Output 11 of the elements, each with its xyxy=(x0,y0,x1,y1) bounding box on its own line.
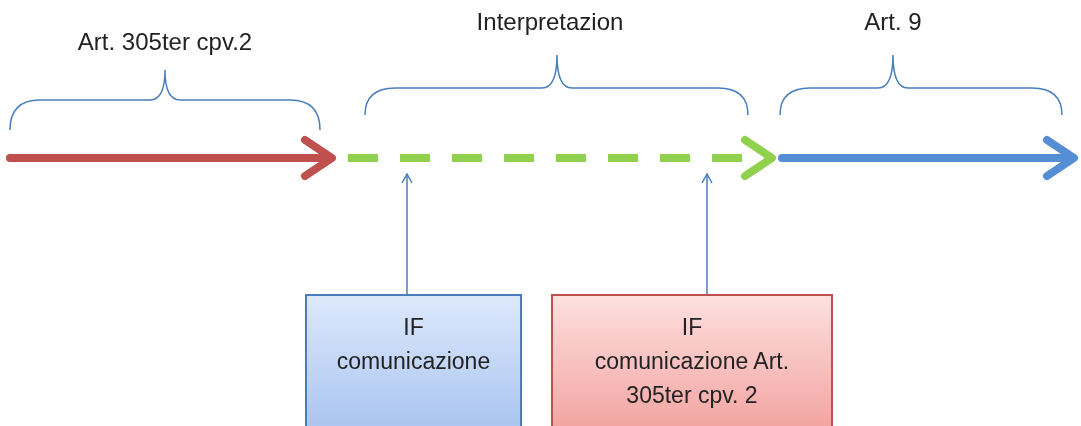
period-label: Interpretazion xyxy=(476,8,624,36)
box-text: IF xyxy=(403,313,424,342)
arrow xyxy=(701,173,713,295)
note-box xyxy=(305,294,522,426)
note-box xyxy=(551,294,833,426)
box-text: comunicazione Art. 305ter cpv. 2 xyxy=(593,347,791,410)
period-label: Art. 9 xyxy=(864,8,922,36)
box-text: IF xyxy=(681,313,703,342)
box-text: comunicazione xyxy=(336,347,491,376)
period-label: Art. 305ter cpv.2 xyxy=(77,28,253,56)
arrow xyxy=(401,173,413,295)
